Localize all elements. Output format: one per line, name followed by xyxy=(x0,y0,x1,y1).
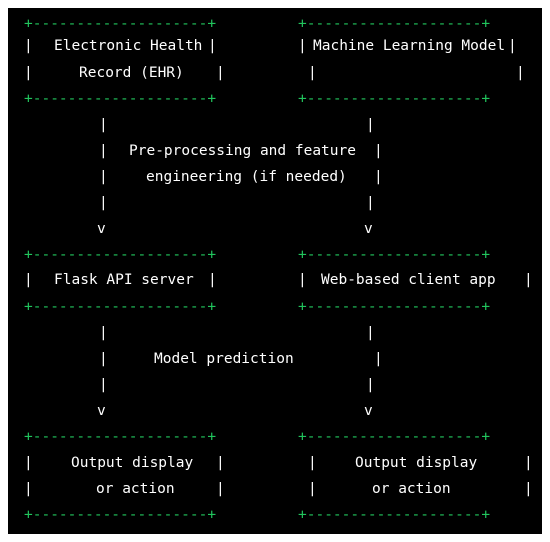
ehr-box-left-edge: | xyxy=(24,65,33,81)
output-left-box-top-border: +--------------------+ xyxy=(24,429,217,445)
ml-box-bottom-border: +--------------------+ xyxy=(298,91,491,107)
flask-box-right-edge: | xyxy=(208,272,217,288)
connector-pipe: | xyxy=(366,117,375,133)
ml-box-label-line1: Machine Learning Model xyxy=(313,38,506,54)
client-box-left-edge: | xyxy=(298,272,307,288)
flask-box-top-border: +--------------------+ xyxy=(24,247,217,263)
ehr-box-label-line1: Electronic Health xyxy=(54,38,203,54)
connector-pipe: | xyxy=(374,143,383,159)
arrow-down-icon: v xyxy=(364,221,373,237)
client-box-right-edge: | xyxy=(524,272,533,288)
terminal-window: +--------------------+ +----------------… xyxy=(8,8,542,534)
connector-pipe: | xyxy=(99,169,108,185)
client-box-bottom-border: +--------------------+ xyxy=(298,299,491,315)
connector-pipe: | xyxy=(99,143,108,159)
ehr-box-bottom-border: +--------------------+ xyxy=(24,91,217,107)
prediction-label: Model prediction xyxy=(154,351,294,367)
output-left-box-right-edge: | xyxy=(216,455,225,471)
flask-box-label: Flask API server xyxy=(54,272,194,288)
output-right-box-top-border: +--------------------+ xyxy=(298,429,491,445)
ehr-box-top-border: +--------------------+ xyxy=(24,16,217,32)
arrow-down-icon: v xyxy=(364,403,373,419)
connector-pipe: | xyxy=(99,351,108,367)
output-right-box-right-edge: | xyxy=(524,455,533,471)
connector-pipe: | xyxy=(99,117,108,133)
connector-pipe: | xyxy=(99,195,108,211)
output-right-box-bottom-border: +--------------------+ xyxy=(298,507,491,523)
connector-pipe: | xyxy=(366,377,375,393)
preprocessing-label-line2: engineering (if needed) xyxy=(146,169,347,185)
ml-box-right-edge: | xyxy=(508,38,517,54)
ml-box-left-edge: | xyxy=(308,65,317,81)
flask-box-bottom-border: +--------------------+ xyxy=(24,299,217,315)
output-right-box-right-edge: | xyxy=(524,481,533,497)
connector-pipe: | xyxy=(99,377,108,393)
output-right-box-left-edge: | xyxy=(308,481,317,497)
ml-box-top-border: +--------------------+ xyxy=(298,16,491,32)
connector-pipe: | xyxy=(366,195,375,211)
output-left-box-left-edge: | xyxy=(24,455,33,471)
output-right-box-left-edge: | xyxy=(308,455,317,471)
output-left-box-left-edge: | xyxy=(24,481,33,497)
ehr-box-right-edge: | xyxy=(216,65,225,81)
flask-box-left-edge: | xyxy=(24,272,33,288)
output-right-label-line2: or action xyxy=(372,481,451,497)
client-box-label: Web-based client app xyxy=(321,272,496,288)
output-left-label-line2: or action xyxy=(96,481,175,497)
arrow-down-icon: v xyxy=(97,403,106,419)
output-left-box-bottom-border: +--------------------+ xyxy=(24,507,217,523)
connector-pipe: | xyxy=(366,325,375,341)
ehr-box-left-edge: | xyxy=(24,38,33,54)
ml-box-left-edge: | xyxy=(298,38,307,54)
connector-pipe: | xyxy=(99,325,108,341)
connector-pipe: | xyxy=(374,351,383,367)
client-box-top-border: +--------------------+ xyxy=(298,247,491,263)
ehr-box-label-line2: Record (EHR) xyxy=(79,65,184,81)
connector-pipe: | xyxy=(374,169,383,185)
output-left-label-line1: Output display xyxy=(71,455,194,471)
output-left-box-right-edge: | xyxy=(216,481,225,497)
ehr-box-right-edge: | xyxy=(208,38,217,54)
arrow-down-icon: v xyxy=(97,221,106,237)
preprocessing-label-line1: Pre-processing and feature xyxy=(129,143,356,159)
output-right-label-line1: Output display xyxy=(355,455,478,471)
ml-box-right-edge: | xyxy=(516,65,525,81)
